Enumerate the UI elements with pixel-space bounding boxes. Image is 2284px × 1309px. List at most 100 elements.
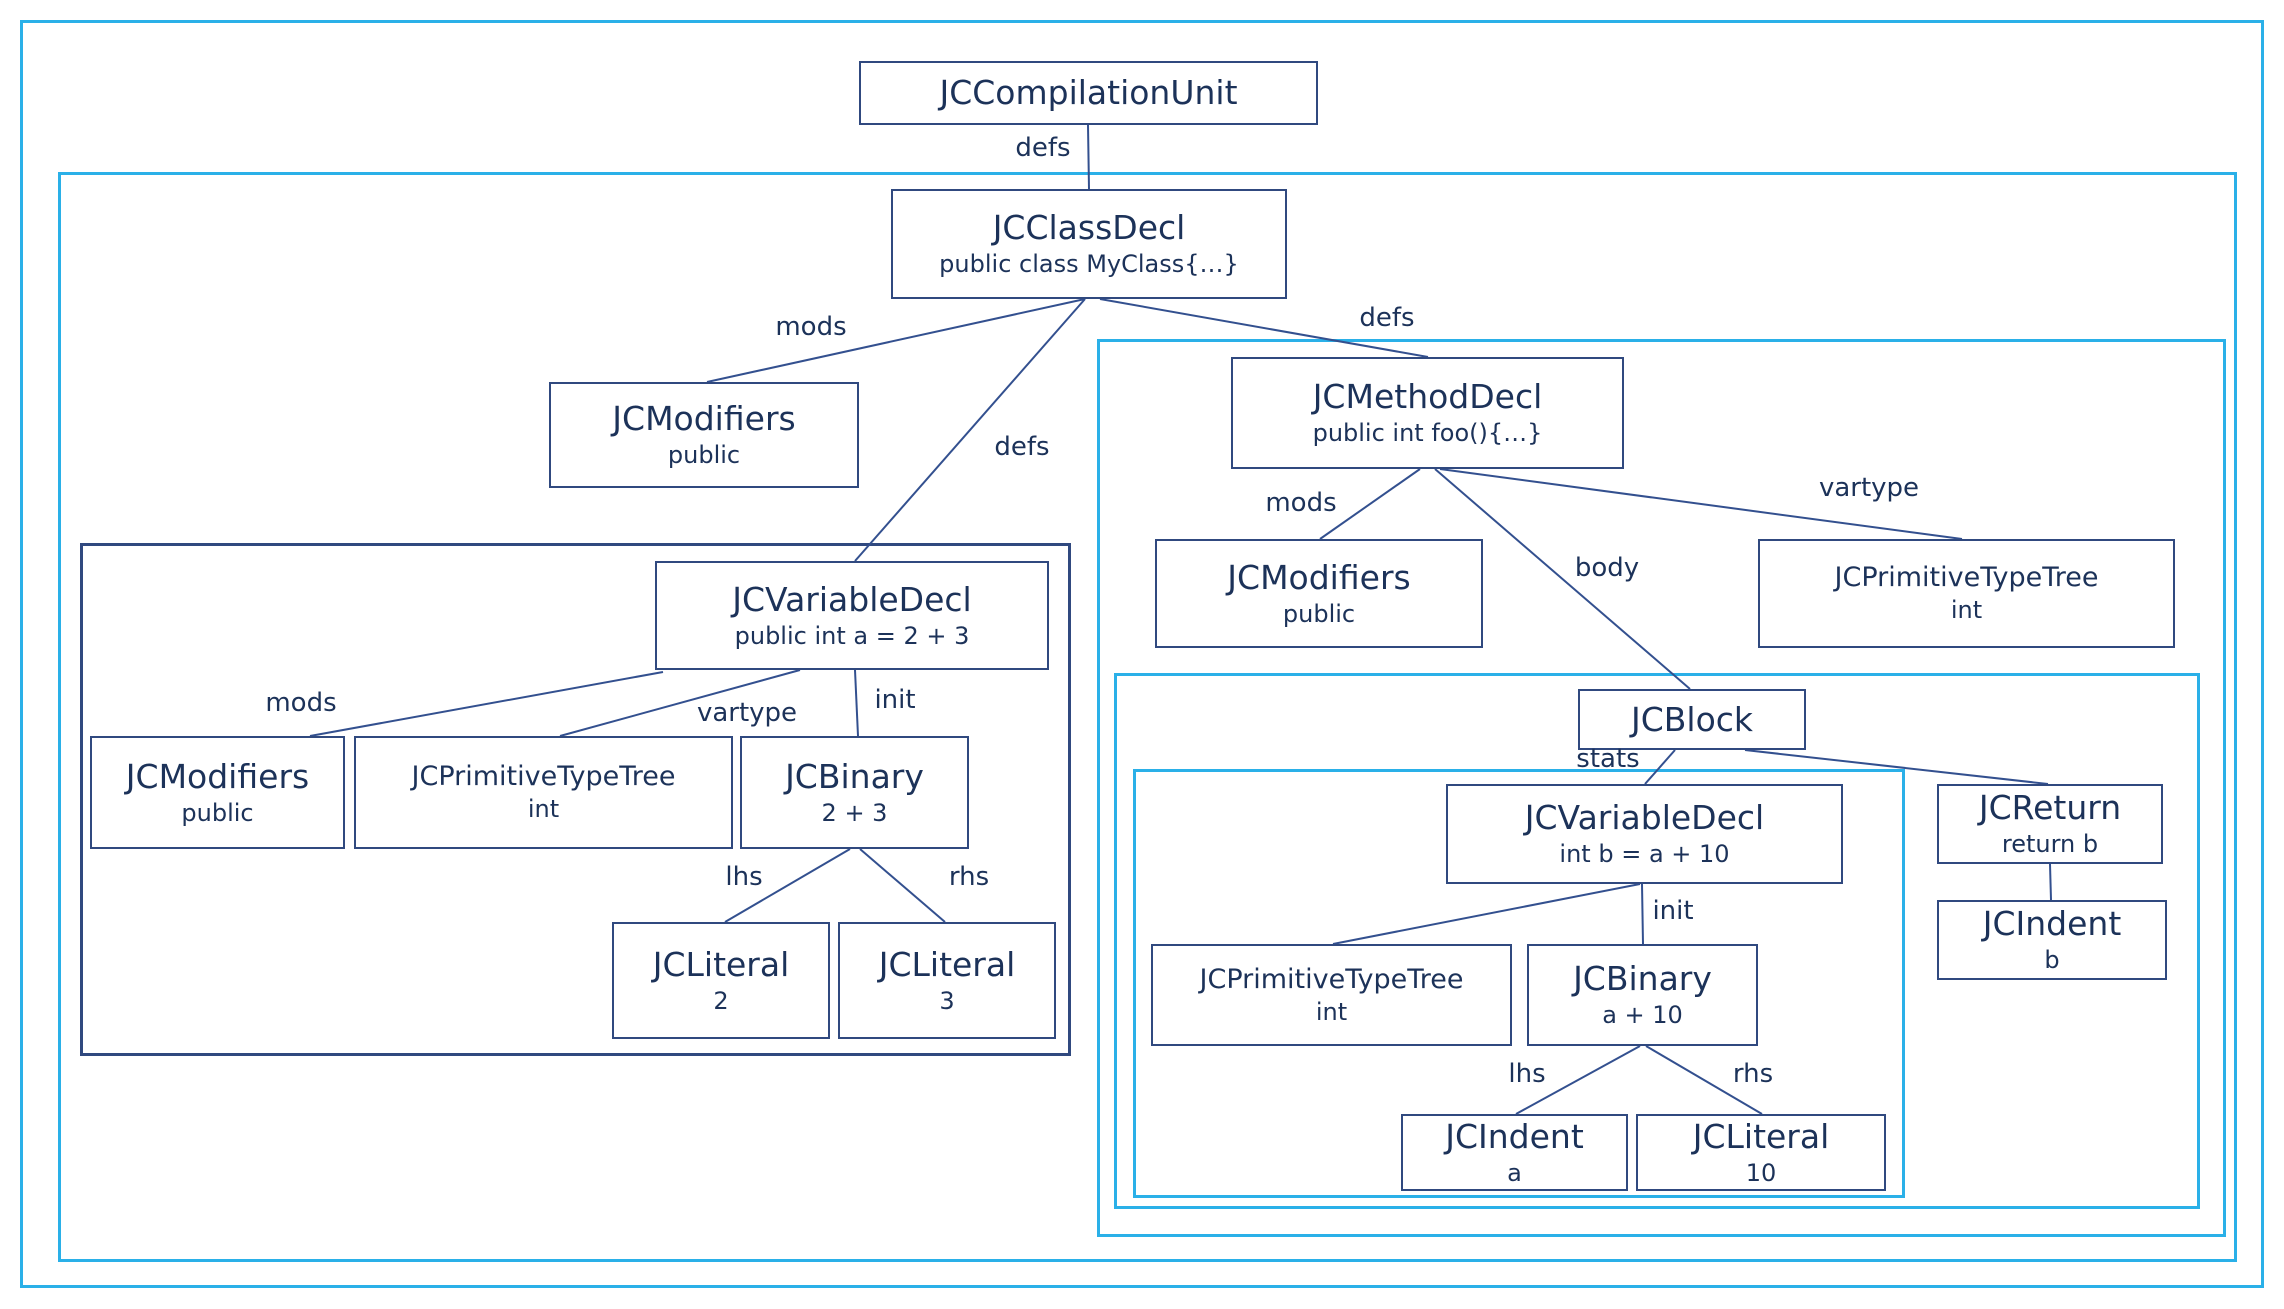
node-jcblock: JCBlock [1578,689,1806,750]
node-subtitle: 10 [1745,1158,1777,1187]
vardecl-subtree-rect [80,543,1071,1056]
edge-label-vara-init: init [874,685,916,715]
node-jcprimitivetypetree-a: JCPrimitiveTypeTree int [354,736,733,849]
node-title: JCReturn [1978,788,2122,828]
edge-label-class-defs-method: defs [1359,303,1415,333]
node-jcmodifiers-a: JCModifiers public [90,736,345,849]
node-title: JCCompilationUnit [939,73,1238,113]
edge-vardecla-modifiers [309,671,664,737]
edge-label-vara-vartype: vartype [696,698,798,728]
node-subtitle: return b [2001,830,2099,859]
node-jcindent-a: JCIndent a [1401,1114,1628,1191]
node-subtitle: int [1315,997,1348,1026]
node-title: JCClassDecl [992,208,1186,248]
node-title: JCPrimitiveTypeTree [1199,963,1464,995]
edge-classdecl-methoddecl [1099,298,1429,358]
edge-block-vardeclb [1644,749,1676,785]
node-subtitle: public [667,441,741,470]
edge-methoddecl-modifiers [1319,468,1421,540]
edge-label-method-vartype: vartype [1818,473,1920,503]
edge-label-cu-defs: defs [1015,133,1071,163]
edge-label-varb-init: init [1652,896,1694,926]
node-jcclassdecl: JCClassDecl public class MyClass{…} [891,189,1287,299]
node-subtitle: b [2044,946,2060,975]
node-title: JCBinary [785,756,924,796]
edge-label-binaryb-lhs: lhs [1508,1059,1546,1089]
edge-binaryb-literal10 [1645,1045,1763,1115]
edge-vardeclb-binary [1641,883,1644,945]
node-subtitle: a [1507,1158,1522,1187]
node-jcbinary-a: JCBinary 2 + 3 [740,736,969,849]
node-title: JCVariableDecl [1524,798,1765,838]
class-subtree-rect [58,172,2237,1262]
node-title: JCIndent [1982,904,2122,944]
edge-label-class-mods: mods [775,312,847,342]
node-jcliteral-2: JCLiteral 2 [612,922,830,1039]
edge-binarya-literal2 [724,848,851,923]
node-jccompilationunit: JCCompilationUnit [859,61,1318,125]
edge-block-return [1744,749,2049,785]
node-jcindent-b: JCIndent b [1937,900,2167,980]
node-jcmodifiers-method: JCModifiers public [1155,539,1483,648]
node-subtitle: 2 [713,986,729,1015]
node-title: JCLiteral [1692,1116,1830,1156]
node-title: JCMethodDecl [1312,377,1543,417]
edge-return-indentb [2049,863,2052,901]
node-jcbinary-b: JCBinary a + 10 [1527,944,1758,1046]
edge-label-binaryb-rhs: rhs [1732,1059,1774,1089]
node-jcmodifiers-class: JCModifiers public [549,382,859,488]
node-jcvariabledecl-b: JCVariableDecl int b = a + 10 [1446,784,1843,884]
node-subtitle: int b = a + 10 [1559,840,1730,869]
edge-vardeclb-vartype [1332,883,1641,945]
node-title: JCModifiers [125,756,310,796]
method-subtree-rect [1097,339,2226,1237]
node-jcliteral-3: JCLiteral 3 [838,922,1056,1039]
node-title: JCLiteral [652,944,790,984]
edge-vardecla-vartype [559,669,801,737]
stats-subtree-rect [1133,769,1905,1198]
node-subtitle: public class MyClass{…} [939,250,1239,279]
node-title: JCPrimitiveTypeTree [411,761,676,793]
edge-cu-classdecl [1087,124,1090,190]
node-jcmethoddecl: JCMethodDecl public int foo(){…} [1231,357,1624,469]
node-subtitle: int [1950,596,1983,625]
edge-classdecl-modifiers [706,298,1086,383]
node-jcreturn: JCReturn return b [1937,784,2163,864]
node-title: JCVariableDecl [732,579,972,619]
node-subtitle: public int a = 2 + 3 [734,621,970,650]
edge-label-binarya-rhs: rhs [948,862,990,892]
node-jcprimitivetypetree-method: JCPrimitiveTypeTree int [1758,539,2175,648]
edge-vardecla-binary [854,669,859,737]
node-jcliteral-10: JCLiteral 10 [1636,1114,1886,1191]
node-subtitle: public int foo(){…} [1312,419,1543,448]
edge-binaryb-indenta [1515,1045,1641,1115]
edge-methoddecl-rettype [1439,468,1963,540]
node-subtitle: public [1282,599,1356,628]
node-subtitle: 3 [939,986,955,1015]
node-jcvariabledecl-a: JCVariableDecl public int a = 2 + 3 [655,561,1049,670]
node-title: JCLiteral [878,944,1016,984]
edge-methoddecl-block [1434,468,1691,690]
edge-label-class-defs-var: defs [994,432,1050,462]
edge-classdecl-vardecla [854,298,1086,562]
node-title: JCPrimitiveTypeTree [1834,562,2099,594]
node-subtitle: 2 + 3 [821,798,888,827]
edge-binarya-literal3 [859,848,946,923]
node-title: JCBlock [1630,699,1754,739]
node-title: JCModifiers [1227,557,1411,597]
node-jcprimitivetypetree-b: JCPrimitiveTypeTree int [1151,944,1512,1046]
node-subtitle: public [181,798,254,827]
node-subtitle: int [527,795,560,824]
edge-label-binarya-lhs: lhs [725,862,763,892]
edge-label-block-stats: stats [1576,744,1640,774]
node-title: JCModifiers [612,399,796,439]
edge-label-vara-mods: mods [265,688,337,718]
node-title: JCBinary [1573,959,1712,999]
node-subtitle: a + 10 [1602,1001,1683,1030]
node-title: JCIndent [1445,1116,1584,1156]
outer-border [20,20,2264,1288]
block-subtree-rect [1114,673,2200,1209]
edge-label-method-body: body [1574,553,1640,583]
